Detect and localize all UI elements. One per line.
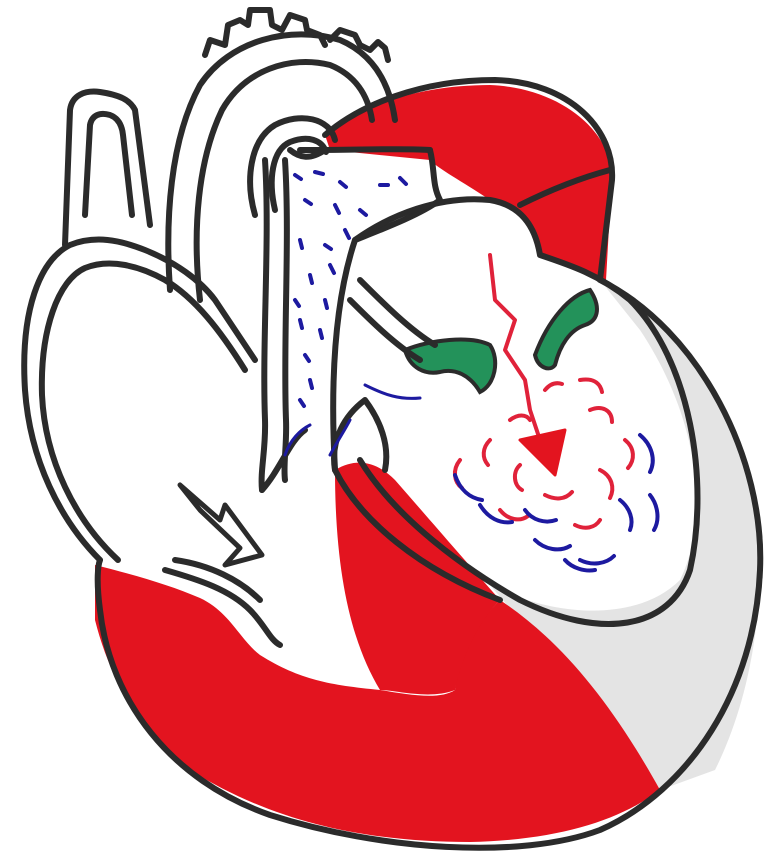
mitral-valve-green-right [535, 290, 597, 368]
arch-branch-2 [330, 30, 388, 60]
vena-cava-inner [85, 114, 132, 215]
flow-arrow-icon [180, 485, 262, 565]
septal-tube-left [262, 160, 267, 490]
venous-valve-marks [285, 385, 420, 455]
mitral-valve-green-left [405, 340, 495, 392]
aorta-exit-line-2 [360, 280, 435, 345]
blue-blood-dashes [295, 172, 406, 406]
arch-branches [205, 10, 325, 55]
septal-tube-left-inner [284, 160, 286, 480]
